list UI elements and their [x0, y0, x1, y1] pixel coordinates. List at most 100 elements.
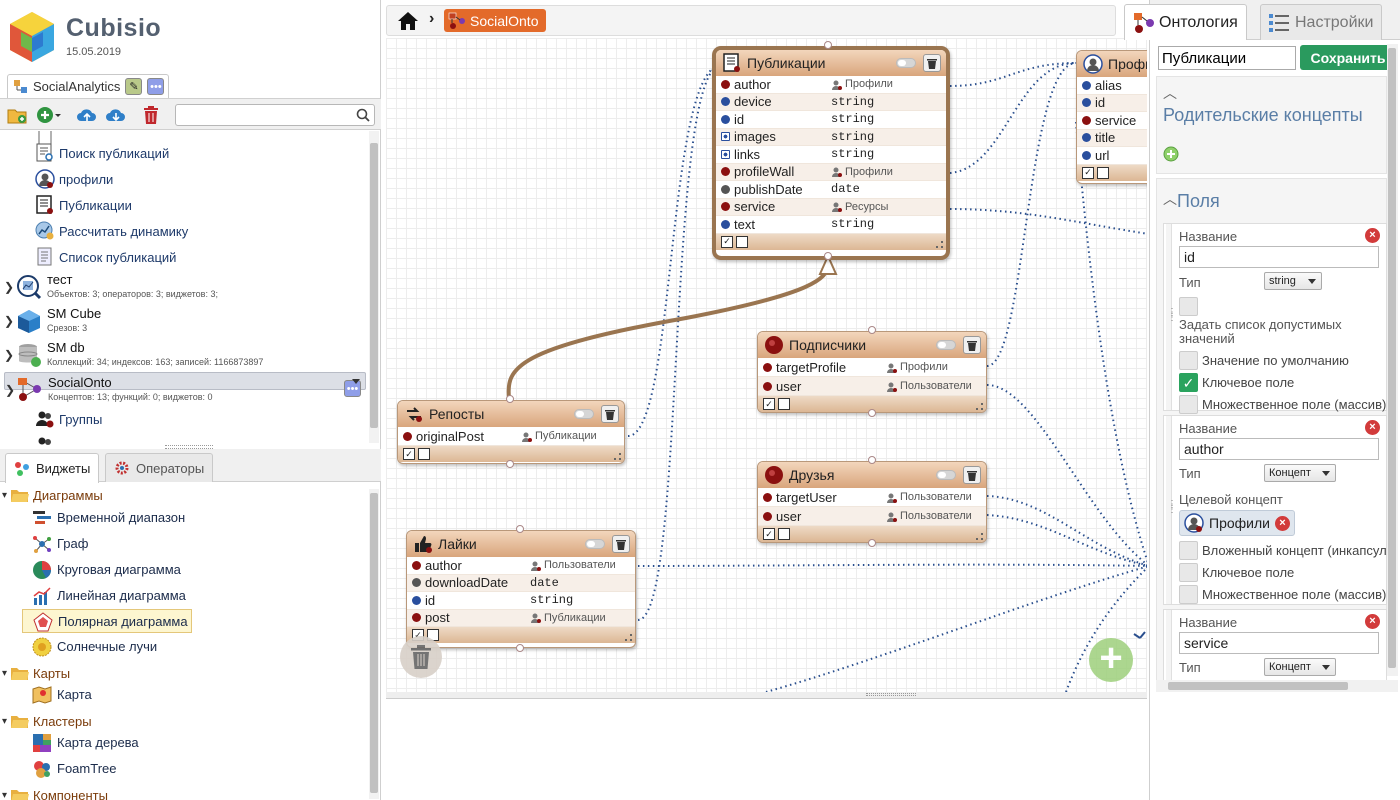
drag-handle[interactable]: ⋮⋮: [1166, 224, 1177, 410]
tab-widgets[interactable]: Виджеты: [5, 453, 100, 483]
concept-name-input[interactable]: [1158, 46, 1296, 70]
chevron-right-icon[interactable]: ❯: [4, 348, 15, 362]
home-icon[interactable]: [397, 11, 419, 31]
concept-header[interactable]: Подписчики: [758, 332, 986, 358]
add-concept-button[interactable]: +: [1089, 638, 1133, 682]
tree-scrollbar[interactable]: [369, 131, 379, 443]
port-handle[interactable]: [516, 644, 524, 652]
field-name-input[interactable]: service: [1179, 632, 1379, 654]
tab-settings[interactable]: Настройки: [1260, 4, 1383, 40]
resize-handle[interactable]: [976, 533, 983, 540]
tree-item-partial[interactable]: [0, 433, 370, 445]
checkbox[interactable]: [778, 528, 790, 540]
left-search-input[interactable]: [176, 105, 351, 125]
concept-header[interactable]: Публикации: [716, 50, 946, 76]
trash-icon[interactable]: [601, 405, 619, 423]
tab-operators[interactable]: Операторы: [105, 453, 214, 482]
checkbox-checked[interactable]: ✓: [1082, 166, 1094, 179]
trash-icon[interactable]: [963, 336, 981, 354]
checkbox-checked[interactable]: ✓: [763, 398, 775, 410]
field-row[interactable]: id: [1077, 94, 1147, 112]
breadcrumb-current[interactable]: SocialOnto: [444, 9, 547, 32]
checkbox[interactable]: [1097, 166, 1109, 179]
key-field-checkbox[interactable]: [1179, 563, 1198, 582]
remove-target-icon[interactable]: ×: [1274, 515, 1290, 531]
multi-field-checkbox[interactable]: [1179, 395, 1198, 414]
tab-ontology[interactable]: Онтология: [1124, 4, 1247, 40]
save-button[interactable]: Сохранить: [1300, 45, 1396, 70]
chevron-up-icon[interactable]: ︿: [1163, 85, 1177, 101]
group-components[interactable]: ▾ Компоненты: [2, 784, 108, 800]
base-item-socialonto[interactable]: ❯ SocialOnto Концептов: 13; функций: 0; …: [4, 372, 366, 402]
toggle-switch[interactable]: [936, 470, 956, 480]
checkbox[interactable]: [736, 235, 748, 248]
port-handle[interactable]: [868, 456, 876, 464]
left-search[interactable]: [175, 104, 375, 126]
field-row[interactable]: title: [1077, 129, 1147, 147]
base-item-smcube[interactable]: ❯ SM Cube Срезов: 3: [0, 304, 370, 338]
ellipsis-icon[interactable]: •••: [147, 78, 165, 95]
base-item-smdb[interactable]: ❯ SM db Коллекций: 34; индексов: 163; за…: [0, 338, 370, 372]
embedded-concept-checkbox[interactable]: [1179, 541, 1198, 560]
port-handle[interactable]: [516, 525, 524, 533]
widget-time-range[interactable]: Временной диапазон: [22, 506, 192, 530]
target-concept-tag[interactable]: Профили ×: [1179, 510, 1295, 536]
field-type-select[interactable]: Концепт: [1264, 658, 1336, 676]
group-clusters[interactable]: ▾ Кластеры: [2, 713, 92, 729]
trash-icon[interactable]: [923, 54, 941, 72]
field-type-select[interactable]: string: [1264, 272, 1322, 290]
tree-item-dynamics[interactable]: Рассчитать динамику: [0, 219, 370, 245]
widget-treemap[interactable]: Карта дерева: [22, 731, 192, 755]
tree-item-publication-list[interactable]: Список публикаций: [0, 245, 370, 271]
field-row[interactable]: url: [1077, 147, 1147, 165]
chevron-right-icon[interactable]: ❯: [5, 383, 16, 397]
pencil-icon[interactable]: ✎: [125, 78, 143, 95]
drag-handle[interactable]: [1166, 610, 1172, 680]
chevron-right-icon[interactable]: ❯: [4, 314, 15, 328]
field-name-input[interactable]: author: [1179, 438, 1379, 460]
tree-item-groups[interactable]: Группы: [0, 407, 370, 433]
canvas-hscrollbar[interactable]: [386, 692, 1147, 698]
trash-drop-button[interactable]: [400, 636, 442, 678]
resize-handle[interactable]: [976, 403, 983, 410]
widget-list-scrollbar[interactable]: [369, 489, 379, 799]
concept-header[interactable]: Репосты: [398, 401, 624, 427]
group-diagrams[interactable]: ▾ Диаграммы: [2, 487, 103, 503]
add-dropdown-icon[interactable]: [35, 105, 63, 125]
key-field-checkbox[interactable]: ✓: [1179, 373, 1198, 392]
tree-item-search-publications[interactable]: Поиск публикаций: [0, 141, 370, 167]
drag-handle[interactable]: ⋮⋮: [1166, 416, 1177, 604]
resize-handle[interactable]: [936, 240, 943, 248]
concept-header[interactable]: Друзья: [758, 462, 986, 488]
widget-graph[interactable]: Граф: [22, 532, 192, 556]
remove-field-icon[interactable]: ×: [1365, 228, 1380, 243]
remove-field-icon[interactable]: ×: [1365, 614, 1380, 629]
default-value-checkbox[interactable]: [1179, 351, 1198, 370]
widget-map[interactable]: Карта: [22, 683, 192, 707]
field-row[interactable]: service: [1077, 112, 1147, 130]
project-tab[interactable]: SocialAnalytics ✎ •••: [7, 74, 169, 98]
allowed-values-checkbox[interactable]: [1179, 297, 1198, 316]
splitter-handle[interactable]: [165, 445, 213, 449]
toggle-switch[interactable]: [585, 539, 605, 549]
right-hscrollbar[interactable]: [1156, 680, 1398, 692]
group-maps[interactable]: ▾ Карты: [2, 665, 71, 681]
tree-item-profiles[interactable]: профили: [0, 167, 370, 193]
port-handle[interactable]: [868, 326, 876, 334]
